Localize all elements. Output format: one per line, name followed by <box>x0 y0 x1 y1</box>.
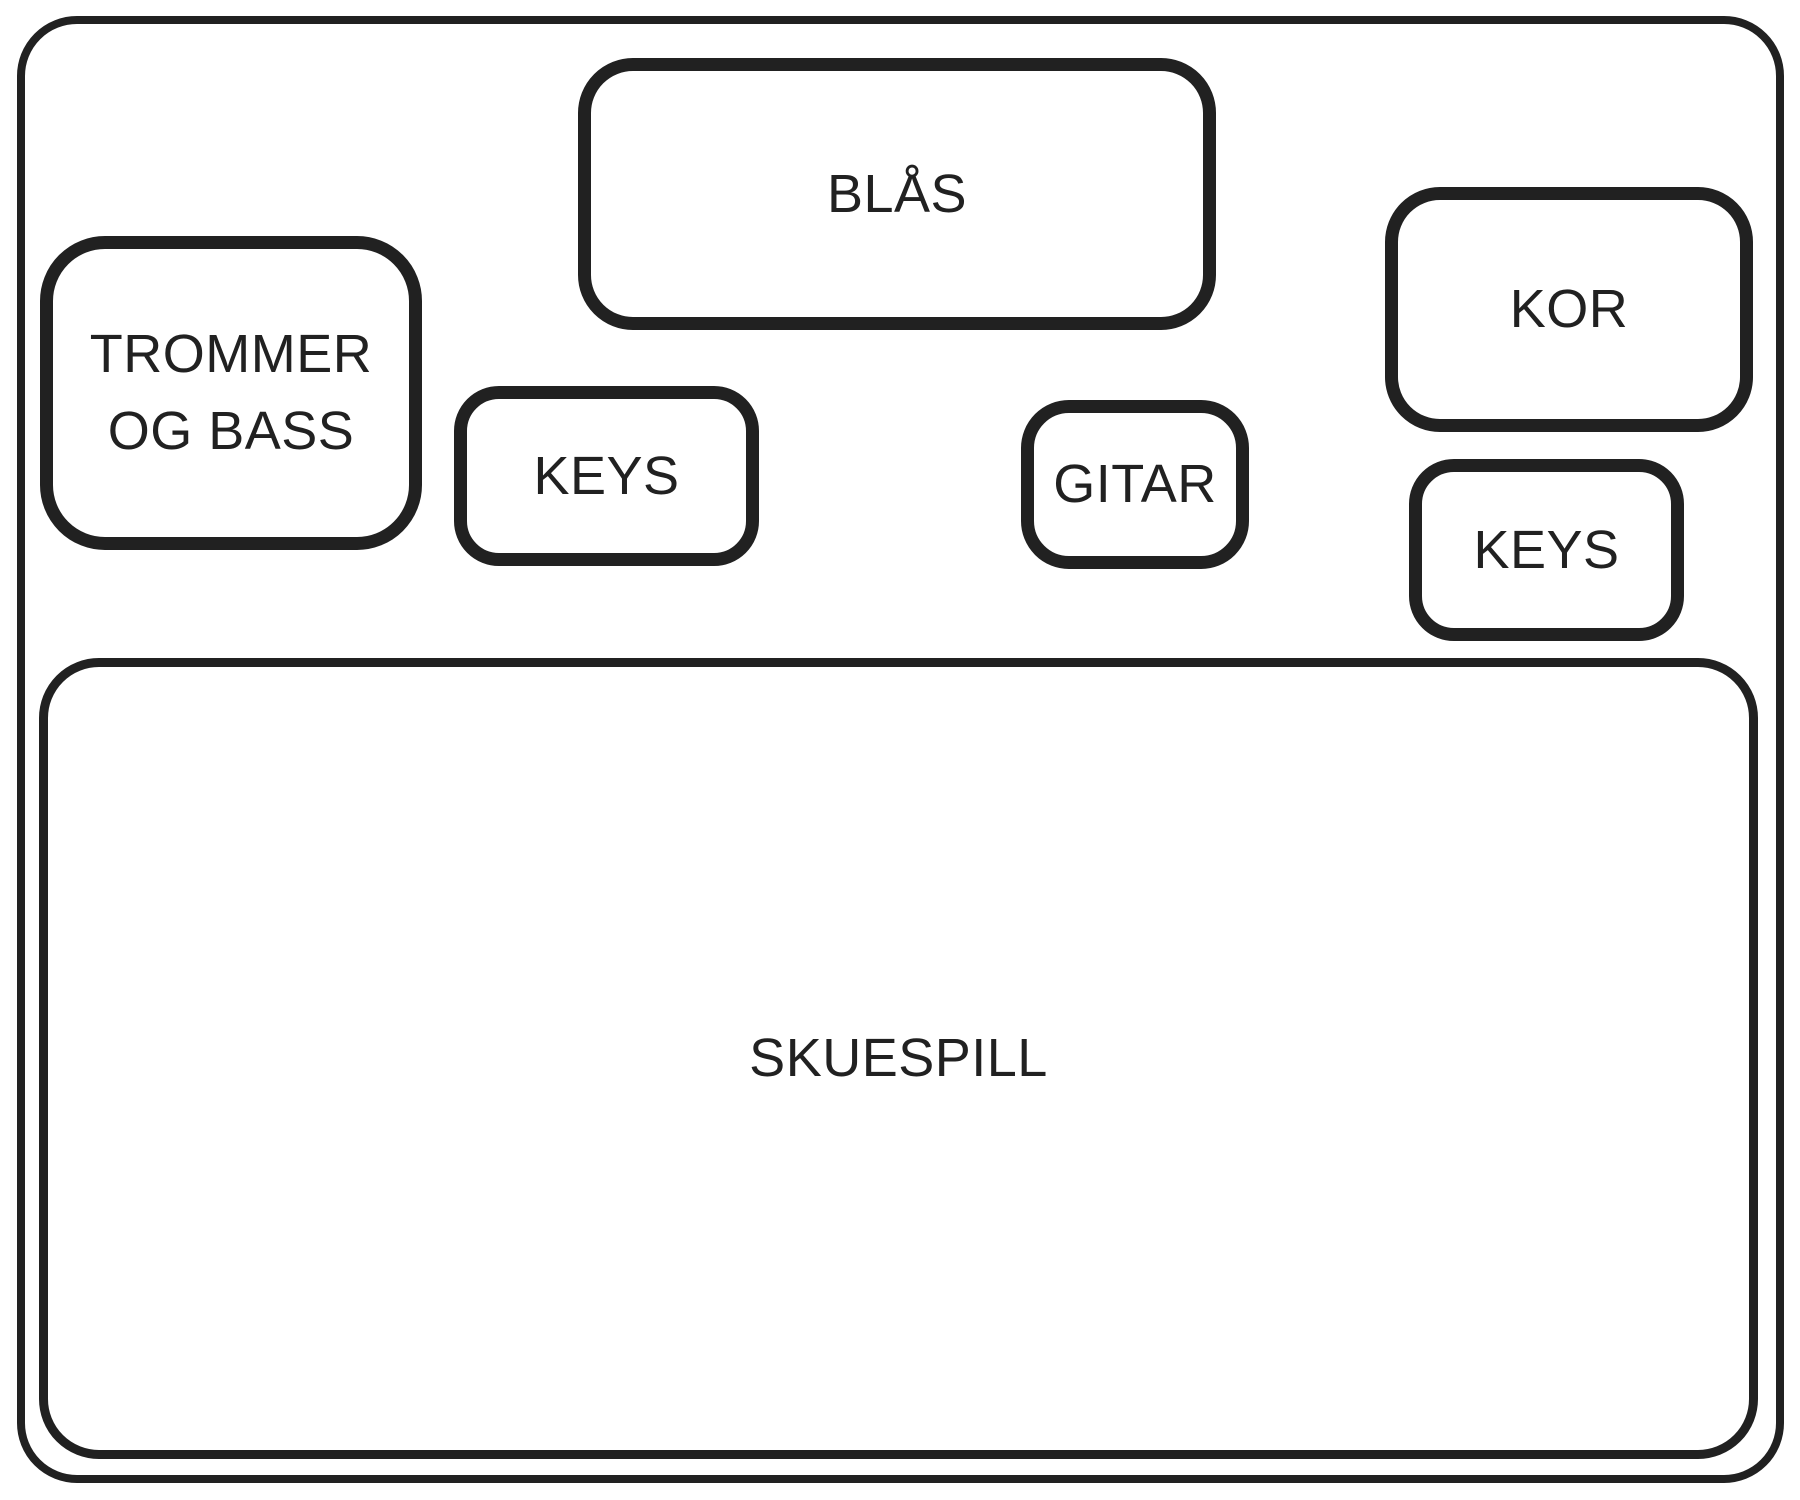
area-skuespill: SKUESPILL <box>39 658 1758 1459</box>
area-gitar-label: GITAR <box>1053 454 1217 515</box>
area-trommer-og-bass-line-1: TROMMER <box>89 324 373 385</box>
area-trommer-og-bass: TROMMER OG BASS <box>40 236 422 550</box>
area-kor: KOR <box>1385 187 1753 432</box>
area-kor-label: KOR <box>1509 279 1629 340</box>
area-blas-label: BLÅS <box>826 163 968 224</box>
area-keys-right-label: KEYS <box>1473 519 1620 580</box>
area-skuespill-label: SKUESPILL <box>749 1028 1048 1089</box>
area-blas: BLÅS <box>578 58 1216 330</box>
area-trommer-og-bass-label: TROMMER OG BASS <box>90 316 372 469</box>
stage-outline <box>17 16 1784 1483</box>
area-trommer-og-bass-line-2: OG BASS <box>107 401 355 461</box>
area-keys-left: KEYS <box>454 386 759 566</box>
area-gitar: GITAR <box>1021 400 1249 569</box>
area-keys-left-label: KEYS <box>533 445 680 506</box>
area-keys-right: KEYS <box>1409 459 1684 641</box>
